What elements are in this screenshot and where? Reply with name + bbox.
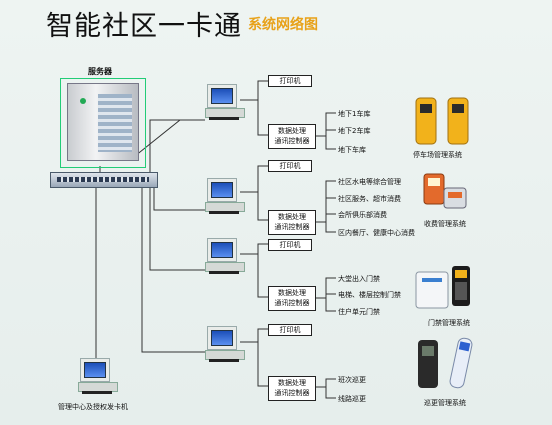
system-item: 社区水电等综合管理 (338, 178, 401, 186)
g1-branch-a (314, 112, 336, 137)
controller-line-2: 通讯控制器 (274, 299, 310, 307)
diagram-title: 智能社区一卡通 (46, 11, 242, 42)
system-item: 地下1车库 (338, 110, 371, 118)
controller-box: 数据处理 通讯控制器 (268, 124, 316, 149)
controller-line-2: 通讯控制器 (274, 137, 310, 145)
g2-branch-a (314, 180, 336, 223)
g1-branch-c (325, 136, 336, 150)
parking-barrier-icon (415, 97, 469, 145)
system-item: 地下2车库 (338, 127, 371, 135)
management-label: 管理中心及授权发卡机 (58, 403, 128, 411)
workstation-icon (205, 326, 245, 362)
controller-line-1: 数据处理 (278, 289, 306, 297)
access-reader-icon (415, 266, 470, 309)
workstation-icon (205, 238, 245, 274)
trunk-4 (141, 186, 205, 353)
system-caption: 收费管理系统 (424, 220, 466, 228)
g3-branch-a (314, 277, 336, 299)
pos-terminal-icon (423, 173, 467, 209)
printer-box: 打印机 (268, 324, 312, 336)
controller-line-2: 通讯控制器 (274, 223, 310, 231)
trunk-3 (149, 186, 205, 271)
controller-line-2: 通讯控制器 (274, 389, 310, 397)
controller-box: 数据处理 通讯控制器 (268, 286, 316, 311)
g3-branch-c (325, 298, 336, 312)
trunk-1 (149, 119, 205, 186)
g2-ctrl-link (257, 192, 268, 221)
system-item: 社区服务、超市消费 (338, 195, 401, 203)
diagram-subtitle: 系统网络图 (248, 17, 318, 33)
workstation-icon (205, 84, 245, 120)
printer-box: 打印机 (268, 239, 312, 251)
controller-box: 数据处理 通讯控制器 (268, 210, 316, 235)
patrol-device-icon (418, 337, 473, 389)
network-switch-icon (50, 172, 158, 188)
system-caption: 门禁管理系统 (428, 319, 470, 327)
controller-line-1: 数据处理 (278, 127, 306, 135)
controller-line-1: 数据处理 (278, 379, 306, 387)
controller-box: 数据处理 通讯控制器 (268, 376, 316, 401)
system-item: 大堂出入门禁 (338, 275, 380, 283)
management-workstation-icon (78, 358, 118, 394)
controller-line-1: 数据处理 (278, 213, 306, 221)
printer-box: 打印机 (268, 160, 312, 172)
system-item: 地下车库 (338, 146, 366, 154)
trunk-2 (153, 186, 205, 211)
g3-printer-link (240, 243, 268, 255)
printer-box: 打印机 (268, 75, 312, 87)
workstation-icon (205, 178, 245, 214)
server-icon (60, 78, 146, 168)
server-label: 服务器 (88, 67, 112, 76)
system-caption: 停车场管理系统 (413, 151, 462, 159)
system-item: 住户单元门禁 (338, 308, 380, 316)
system-item: 班次巡更 (338, 376, 366, 384)
g4-branch-a (314, 378, 336, 388)
g3-ctrl-link (257, 254, 268, 298)
g2-branch-d (325, 222, 336, 233)
system-item: 线路巡更 (338, 395, 366, 403)
system-caption: 巡更管理系统 (424, 399, 466, 407)
g4-printer-link (240, 328, 268, 343)
g1-printer-link (240, 80, 268, 101)
system-item: 会所俱乐部消费 (338, 211, 387, 219)
g2-printer-link (240, 165, 268, 193)
system-item: 区内餐厅、健康中心消费 (338, 229, 415, 237)
g4-ctrl-link (257, 342, 268, 387)
g4-branch-b (325, 387, 336, 399)
g1-ctrl-link (257, 100, 268, 136)
system-item: 电梯、楼层控制门禁 (338, 291, 401, 299)
